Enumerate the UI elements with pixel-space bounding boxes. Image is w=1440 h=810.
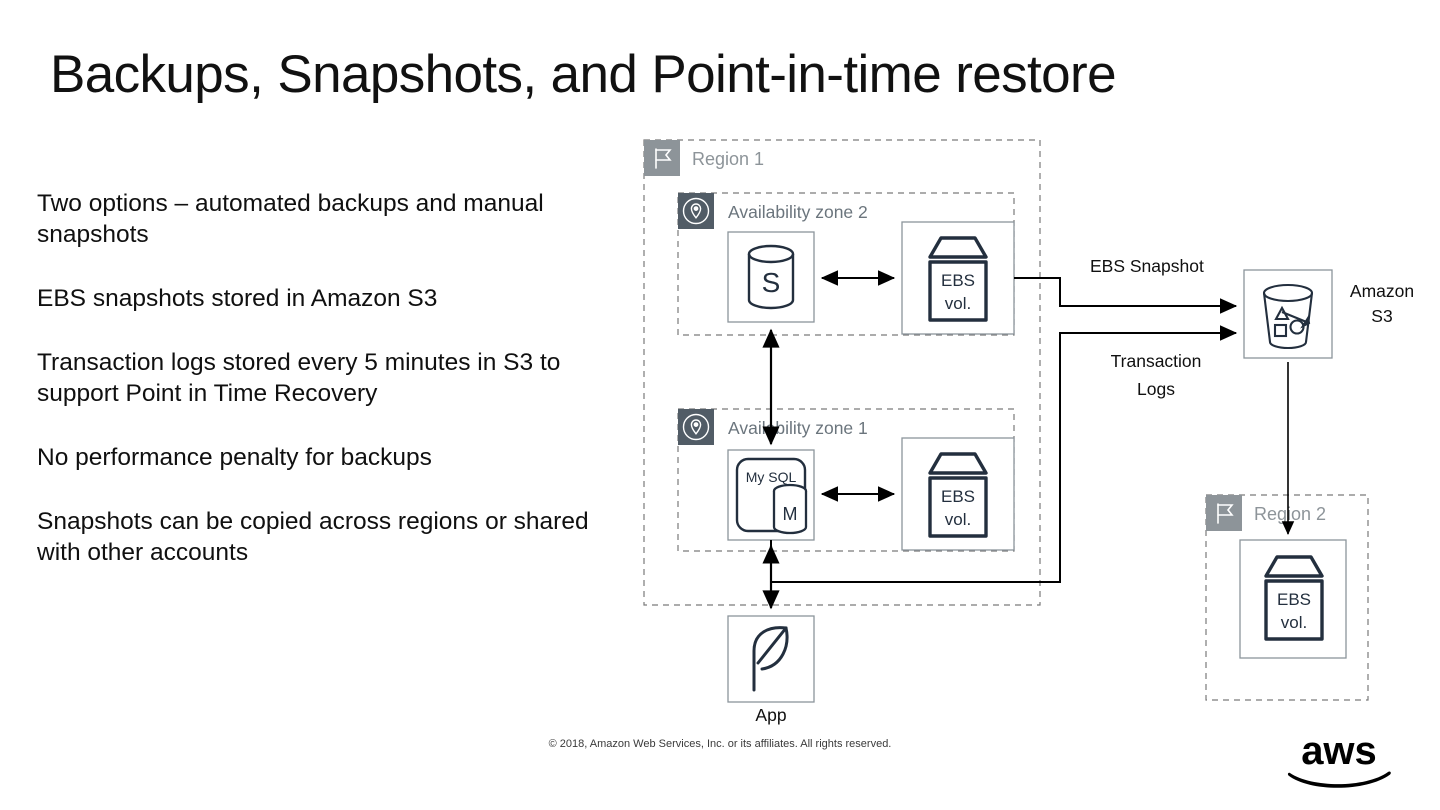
ebs-volume-icon — [928, 236, 988, 322]
mysql-badge-cylinder-icon — [772, 483, 808, 535]
availability-zone-2-label: Availability zone 2 — [728, 202, 868, 222]
mysql-db-label: My SQL — [746, 469, 797, 485]
ebs-vol-region2-line2: vol. — [1281, 613, 1307, 632]
page-title: Backups, Snapshots, and Point-in-time re… — [50, 45, 1117, 104]
transaction-logs-label-line1: Transaction — [1111, 351, 1202, 371]
app-label: App — [755, 705, 786, 725]
bullet-item: Two options – automated backups and manu… — [37, 190, 544, 248]
ebs-volume-icon — [1264, 555, 1324, 641]
region-1-badge — [644, 140, 680, 176]
availability-zone-1-label: Availability zone 1 — [728, 418, 868, 438]
ebs-vol-az1-line1: EBS — [941, 487, 975, 506]
leaf-icon — [752, 626, 789, 692]
region-2-container — [1205, 494, 1369, 701]
ebs-vol-az2-line2: vol. — [945, 294, 971, 313]
app-node[interactable] — [727, 615, 815, 703]
ebs-vol-az1-line2: vol. — [945, 510, 971, 529]
ebs-vol-region2-line1: EBS — [1277, 590, 1311, 609]
bullet-list: Two options – automated backups and manu… — [37, 188, 637, 568]
ebs-volume-icon — [928, 452, 988, 538]
ebs-vol-az2-line1: EBS — [941, 271, 975, 290]
flag-icon — [1217, 503, 1234, 524]
mysql-badge-label: M — [783, 504, 798, 524]
region-2-label: Region 2 — [1254, 504, 1326, 524]
aws-logo: aws — [1287, 729, 1391, 788]
flag-icon — [655, 148, 672, 169]
ebs-snapshot-label: EBS Snapshot — [1090, 256, 1204, 276]
standby-db-label: S — [762, 267, 781, 298]
bullet-item: EBS snapshots stored in Amazon S3 — [37, 285, 438, 312]
database-cylinder-icon — [747, 244, 795, 310]
region-1-label: Region 1 — [692, 149, 764, 169]
bullet-item: No performance penalty for backups — [37, 444, 432, 471]
transaction-logs-edge — [770, 325, 1238, 583]
ebs-vol-az1-node[interactable] — [901, 437, 1015, 551]
amazon-s3-line1: Amazon — [1350, 281, 1414, 301]
region-1-container — [643, 139, 1041, 606]
amazon-s3-line2: S3 — [1371, 306, 1392, 326]
aws-smile-icon — [1287, 771, 1391, 788]
transaction-logs-label-line2: Logs — [1137, 379, 1175, 399]
s3-bucket-icon — [1262, 283, 1314, 350]
bullet-item: Snapshots can be copied across regions o… — [37, 508, 589, 566]
aws-logo-wordmark: aws — [1301, 729, 1377, 773]
copyright-text: © 2018, Amazon Web Services, Inc. or its… — [548, 738, 892, 750]
architecture-diagram: Region 1 Availability zone 2 S EBS vol. — [643, 139, 1414, 725]
bullet-item: Transaction logs stored every 5 minutes … — [37, 349, 561, 407]
location-pin-icon — [682, 197, 710, 225]
ebs-snapshot-edge — [1014, 277, 1238, 314]
location-pin-icon — [682, 413, 710, 441]
region-2-badge — [1206, 495, 1242, 531]
